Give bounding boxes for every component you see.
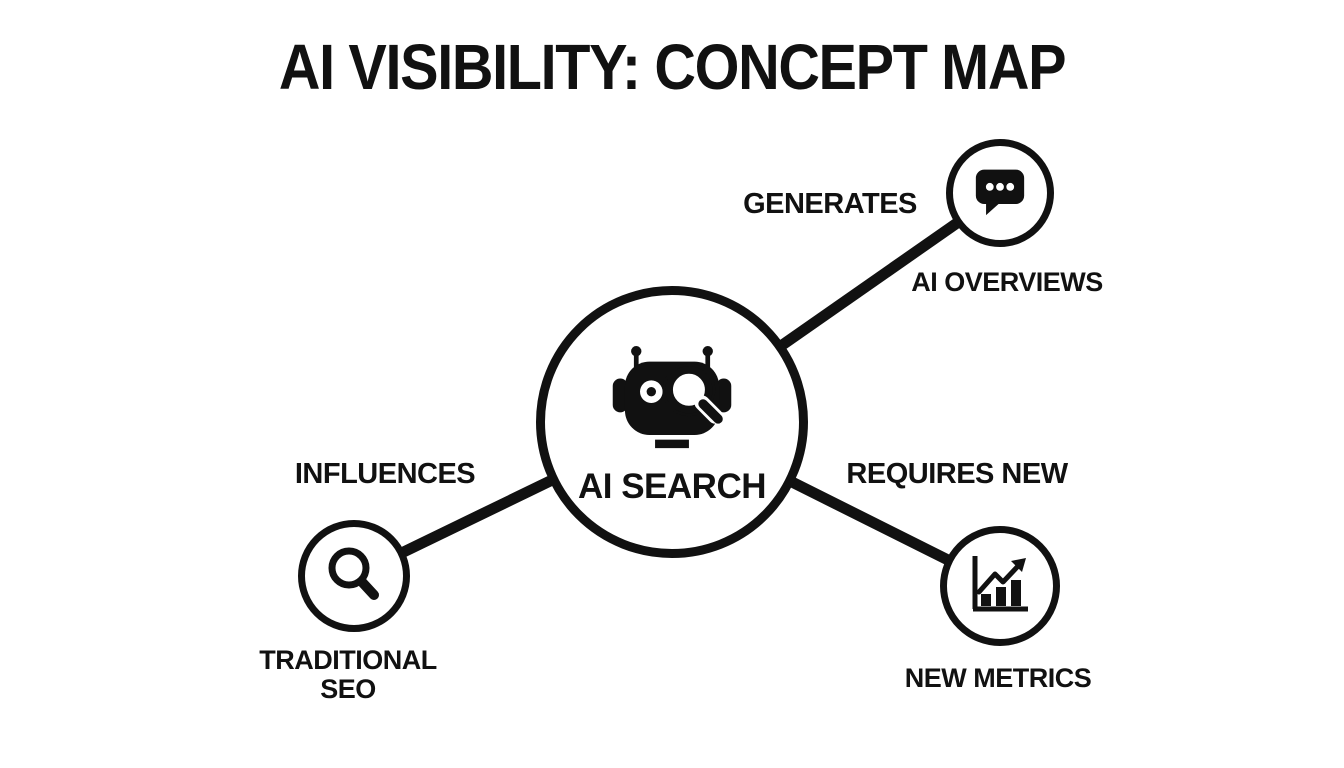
magnifying-glass-icon [324,544,384,609]
robot-search-icon [606,339,738,455]
node-label-new-metrics: NEW METRICS [904,663,1092,693]
edge-label-generates: GENERATES [743,188,917,220]
node-ai-search: AI SEARCH [536,286,808,558]
edge-label-requires-new: REQUIRES NEW [846,458,1068,490]
edge-label-influences: INFLUENCES [294,458,476,490]
node-label-ai-search: AI SEARCH [577,467,767,506]
page-title: AI VISIBILITY: CONCEPT MAP [278,31,1067,103]
node-label-ai-overviews: AI OVERVIEWS [911,267,1103,297]
node-new-metrics [940,526,1060,646]
chat-bubble-icon [972,165,1028,222]
node-ai-overviews [946,139,1054,247]
bar-chart-trend-icon [968,554,1032,619]
node-label-traditional-seo: TRADITIONAL SEO [259,645,437,704]
node-traditional-seo [298,520,410,632]
